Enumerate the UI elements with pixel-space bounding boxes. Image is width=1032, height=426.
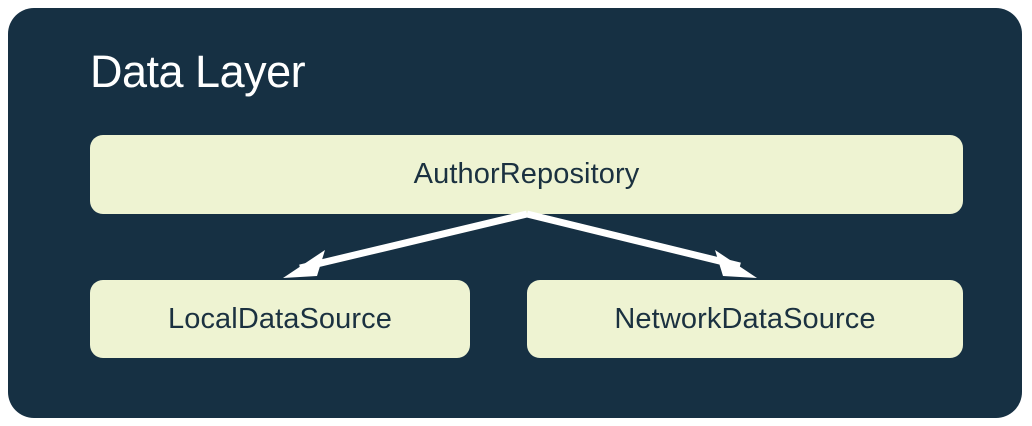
layer-title: Data Layer (90, 46, 306, 97)
node-local-data-source[interactable]: LocalDataSource (90, 280, 470, 358)
node-network-data-source[interactable]: NetworkDataSource (527, 280, 963, 358)
node-author-repository-label: AuthorRepository (413, 158, 640, 190)
node-network-data-source-label: NetworkDataSource (614, 302, 876, 335)
node-local-data-source-label: LocalDataSource (168, 302, 392, 335)
node-author-repository[interactable]: AuthorRepository (90, 135, 963, 214)
